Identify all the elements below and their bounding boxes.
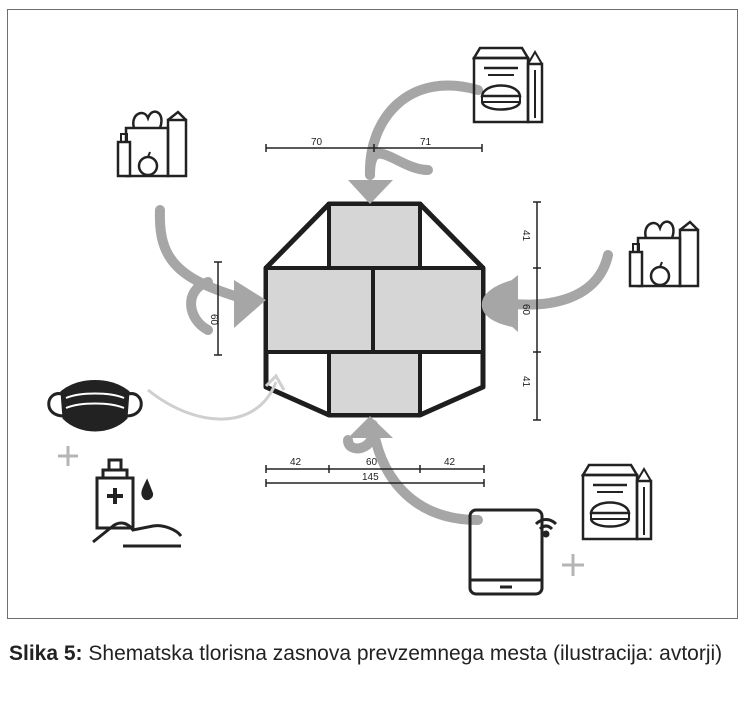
dimension-labels: 70 71 60 41 60 41 42 60 42 145 (208, 137, 531, 483)
site-plan-diagram: 70 71 60 41 60 41 42 60 42 145 (47, 46, 700, 596)
face-mask-icon (47, 380, 143, 432)
dim-left-height: 60 (208, 314, 219, 326)
dim-bottom-total: 145 (362, 472, 379, 483)
dim-top-left: 70 (311, 137, 323, 148)
dim-right-bottom: 41 (520, 376, 531, 388)
grocery-bag-icon (116, 110, 188, 178)
dim-bottom-left: 42 (290, 457, 302, 468)
dimension-lines (214, 144, 541, 487)
flow-arrows (154, 80, 613, 525)
caption-label: Slika 5: (9, 642, 83, 665)
dim-right-mid: 60 (520, 304, 531, 316)
food-bag-icon (472, 46, 544, 124)
hand-sanitizer-icon (92, 458, 183, 548)
figure-frame: 70 71 60 41 60 41 42 60 42 145 (7, 9, 738, 619)
dim-bottom-mid: 60 (366, 457, 378, 468)
dim-right-top: 41 (520, 230, 531, 242)
caption-text: Shematska tlorisna zasnova prevzemnega m… (82, 642, 723, 665)
food-bag-icon (581, 463, 653, 541)
figure-caption: Slika 5: Shematska tlorisna zasnova prev… (9, 640, 739, 667)
arrow-heads (234, 180, 518, 438)
plus-icon (58, 446, 78, 466)
grocery-bag-icon (628, 220, 700, 288)
tablet-wifi-icon (468, 508, 558, 596)
table-cross (264, 202, 485, 417)
dim-bottom-right: 42 (444, 457, 456, 468)
mask-arrow (147, 381, 278, 421)
dim-top-right: 71 (420, 137, 432, 148)
plus-icon (562, 554, 584, 576)
